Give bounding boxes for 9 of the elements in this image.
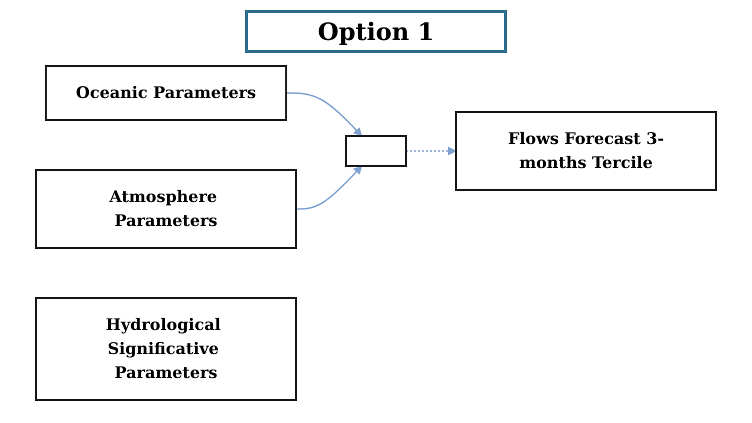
node-box: Flows Forecast 3-months Tercile [455,111,717,191]
node-box: Hydrological Significative Parameters [35,297,297,401]
node-box [345,135,407,167]
title: Option 1 [244,10,508,53]
node-box: Oceanic Parameters [44,65,288,121]
node-box: Atmosphere Parameters [35,169,297,249]
arrow [406,146,456,156]
arrow [286,92,362,136]
arrow [296,166,362,210]
